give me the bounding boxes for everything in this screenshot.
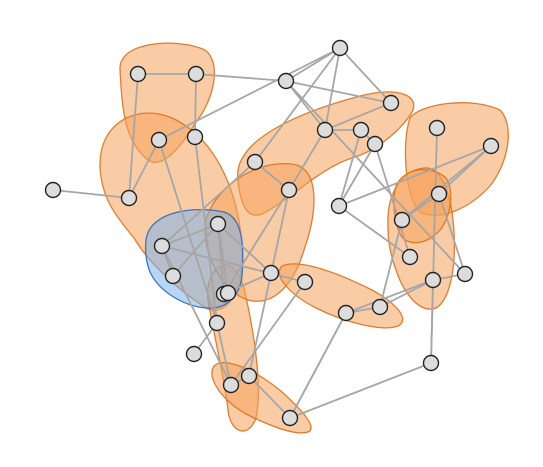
edge-n13-n15	[161, 161, 256, 247]
node-n1	[44, 181, 62, 199]
node-n27	[422, 354, 440, 372]
edge-n30-n32	[401, 145, 492, 221]
node-n12	[222, 376, 240, 394]
node-n5	[185, 345, 203, 363]
edge-n29-n33	[338, 205, 411, 258]
edge-n16-n21	[217, 223, 272, 274]
edge-n37-n9	[285, 80, 466, 275]
edge-n18-n24	[248, 375, 291, 419]
node-n34	[337, 304, 355, 322]
edge-n2-n6	[128, 139, 160, 199]
edge-n7-n4	[194, 73, 197, 138]
node-n15	[153, 237, 171, 255]
edge-n9-n11	[285, 80, 392, 104]
edge-n23-n29	[338, 129, 362, 207]
node-n9	[277, 72, 295, 90]
node-n8	[208, 314, 226, 332]
node-n29	[330, 197, 348, 215]
edge-n10-n13	[254, 47, 341, 163]
node-n21	[262, 264, 280, 282]
node-n14	[316, 121, 334, 139]
edge-n17-n20	[223, 189, 290, 295]
node-n19	[164, 267, 182, 285]
edge-n30-n31	[438, 145, 492, 195]
node-n36	[424, 271, 442, 289]
edge-n11-n14	[324, 102, 392, 131]
node-n2	[120, 189, 138, 207]
node-n3	[129, 65, 147, 83]
node-n25	[366, 135, 384, 153]
edge-n9-n14	[285, 80, 326, 131]
edge-n27-n36	[430, 279, 434, 364]
edge-n24-n34	[289, 312, 347, 419]
node-n35	[371, 298, 389, 316]
edge-n31-n37	[438, 193, 466, 275]
edge-n17-n18	[248, 189, 290, 377]
edge-n16-n22	[217, 223, 229, 294]
edge-n4-n9	[195, 73, 287, 82]
edge-n32-n35	[379, 219, 403, 308]
edge-n14-n17	[288, 129, 326, 191]
node-n22	[219, 284, 237, 302]
node-n31	[430, 185, 448, 203]
node-layer	[44, 39, 500, 427]
edge-n2-n3	[128, 73, 139, 199]
edge-n10-n11	[339, 47, 392, 104]
edge-n1-n2	[52, 189, 130, 199]
edge-n15-n26	[161, 245, 306, 283]
node-n16	[209, 215, 227, 233]
node-n37	[456, 265, 474, 283]
node-n30	[482, 137, 500, 155]
node-n10	[331, 39, 349, 57]
edge-n25-n29	[338, 143, 376, 207]
edge-n12-n26	[230, 281, 306, 386]
edge-n7-n8	[194, 136, 218, 324]
edge-n34-n36	[345, 279, 434, 314]
node-n17	[280, 181, 298, 199]
edge-n29-n30	[338, 145, 492, 207]
node-n6	[150, 131, 168, 149]
edge-n6-n8	[158, 139, 218, 324]
edge-n16-n19	[172, 223, 219, 277]
edge-n8-n12	[216, 322, 232, 386]
edge-n9-n10	[285, 47, 341, 82]
edge-n15-n16	[161, 223, 219, 247]
node-n13	[246, 153, 264, 171]
node-n7	[186, 128, 204, 146]
edge-n6-n10	[158, 47, 341, 141]
node-n11	[382, 94, 400, 112]
node-n32	[393, 211, 411, 229]
node-n26	[296, 273, 314, 291]
edge-n35-n36	[379, 279, 434, 308]
edge-n25-n33	[374, 143, 411, 258]
node-n33	[401, 248, 419, 266]
node-n4	[187, 65, 205, 83]
node-n28	[428, 119, 446, 137]
edge-n10-n14	[324, 47, 341, 131]
node-n18	[240, 367, 258, 385]
edge-n27-n24	[289, 362, 432, 419]
node-n23	[352, 121, 370, 139]
node-n24	[281, 409, 299, 427]
